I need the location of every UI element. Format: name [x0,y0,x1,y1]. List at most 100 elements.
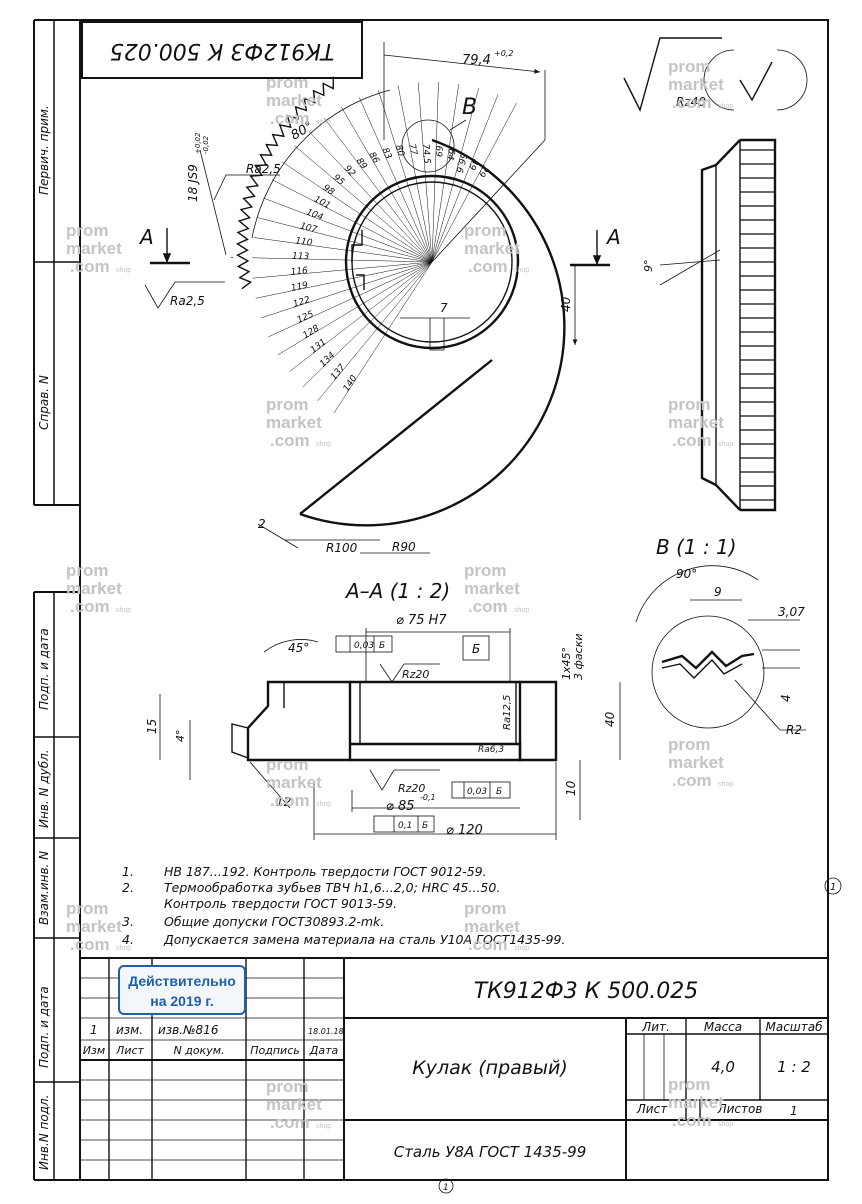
watermark-shop: shop [718,103,733,110]
b-dim-r2: R2 [786,723,802,737]
watermark-text: market [464,239,520,258]
watermark-shop: shop [514,945,529,952]
dim-79-4: 79,4 [462,53,491,68]
tooth-ray [431,82,439,263]
watermark-shop: shop [316,441,331,448]
section-mark-a-right: А [605,225,621,249]
tooth-label: 140 [342,374,360,394]
b-dim-90: 90° [676,567,697,581]
change-col-header: Изм [83,1044,105,1057]
tooth-ray [271,179,433,263]
dim-10: 10 [564,780,578,796]
watermark-text: market [266,773,322,792]
watermark-text: .com [672,93,712,112]
watermark-text: .com [468,935,508,954]
tooth-ray [289,261,433,372]
watermark-text: .com [270,431,310,450]
tol-0-03-bottom: 0,03 [467,787,487,797]
watermark-shop: shop [116,267,131,274]
detail-b-title: В (1 : 1) [656,535,737,559]
tol-0-1: 0,1 [398,821,412,831]
note-num: 2. [122,880,134,895]
watermark-text: .com [468,257,508,276]
watermark-shop: shop [514,267,529,274]
hdr-lit: Лит. [641,1020,670,1034]
tooth-ray [308,130,433,263]
side-label: Инв. N дубл. [37,749,51,828]
watermark-text: .com [270,791,310,810]
note-text: Контроль твердости ГОСТ 9013-59. [164,896,397,911]
detail-b: В (1 : 1) 90° 9 3,07 4 R2 [635,535,806,737]
watermark-text: .com [70,257,110,276]
dim-79-4-tol: +0,2 [494,49,513,58]
sheets-count: 1 [790,1104,798,1118]
rev-date: 18.01.18 [308,1027,344,1036]
general-roughness: Rz40 [623,37,808,112]
watermark-text: prom [266,395,309,414]
tol-0-03-top: 0,03 [354,641,374,651]
mass-value: 4,0 [711,1058,735,1076]
watermark-shop: shop [316,119,331,126]
tooth-ray [323,117,433,263]
chamfer-3: 3 фаски [572,634,585,680]
tooth-label: 86 [366,151,381,166]
tooth-label: 122 [292,295,312,310]
stamp-line2: на 2019 г. [150,993,214,1009]
note-num: 1. [122,864,134,879]
mirrored-code: ТК912Ф3 К 500.025 [110,38,335,63]
watermark-text: prom [266,73,309,92]
change-col-header: Лист [115,1044,144,1057]
tooth-ray [431,102,517,263]
tooth-label: 113 [292,252,310,262]
tooth-label: 77 [406,143,418,156]
note-text: НВ 187...192. Контроль твердости ГОСТ 90… [164,864,487,879]
tooth-label: 95 [331,173,346,188]
side-label: Инв.N подл. [37,1095,51,1170]
tooth-label: 137 [329,362,348,382]
datum-b-ref1: Б [379,641,385,651]
stamp-line1: Действительно [128,973,236,989]
tooth-ray [431,83,460,263]
watermark-shop: shop [718,441,733,448]
tooth-label: 119 [290,281,309,294]
sheet-marker-right: 1 [830,882,836,893]
dim-15: 15 [145,719,159,734]
watermark-text: prom [668,395,711,414]
watermark-text: prom [266,1077,309,1096]
watermark-shop: shop [116,607,131,614]
rz20-bottom: Rz20 [398,782,425,795]
b-dim-9: 9 [714,585,722,599]
watermark-text: market [66,917,122,936]
watermark-text: .com [270,1113,310,1132]
ra-2-5-left: Ra2,5 [170,294,205,308]
watermark-text: prom [66,561,109,580]
tooth-label: 134 [318,350,338,369]
watermark-text: market [266,1095,322,1114]
tooth-ray [255,261,433,299]
rev-num: 1 [90,1023,98,1037]
detail-mark-b: В [462,95,477,120]
hdr-sheets: Листов [717,1102,763,1116]
hdr-mass: Масса [704,1020,742,1034]
technical-notes: 1. НВ 187...192. Контроль твердости ГОСТ… [122,864,565,947]
ra-2-5-top: Ra2,5 [246,162,281,176]
datum-b-ref2: Б [496,787,502,797]
dim-18-tol1: +0,02 [194,132,202,154]
side-label: Взам.инв. N [37,851,51,925]
scale-value: 1 : 2 [777,1058,811,1076]
tooth-label: 89 [354,156,369,171]
tooth-label: 83 [379,146,393,161]
tooth-ray [317,261,433,402]
tooth-labels: 294956,6646974,5778083868992959810110410… [290,143,490,394]
dim-12: 12 [276,795,291,809]
tooth-ray [333,261,433,414]
dim-7: 7 [440,301,448,315]
